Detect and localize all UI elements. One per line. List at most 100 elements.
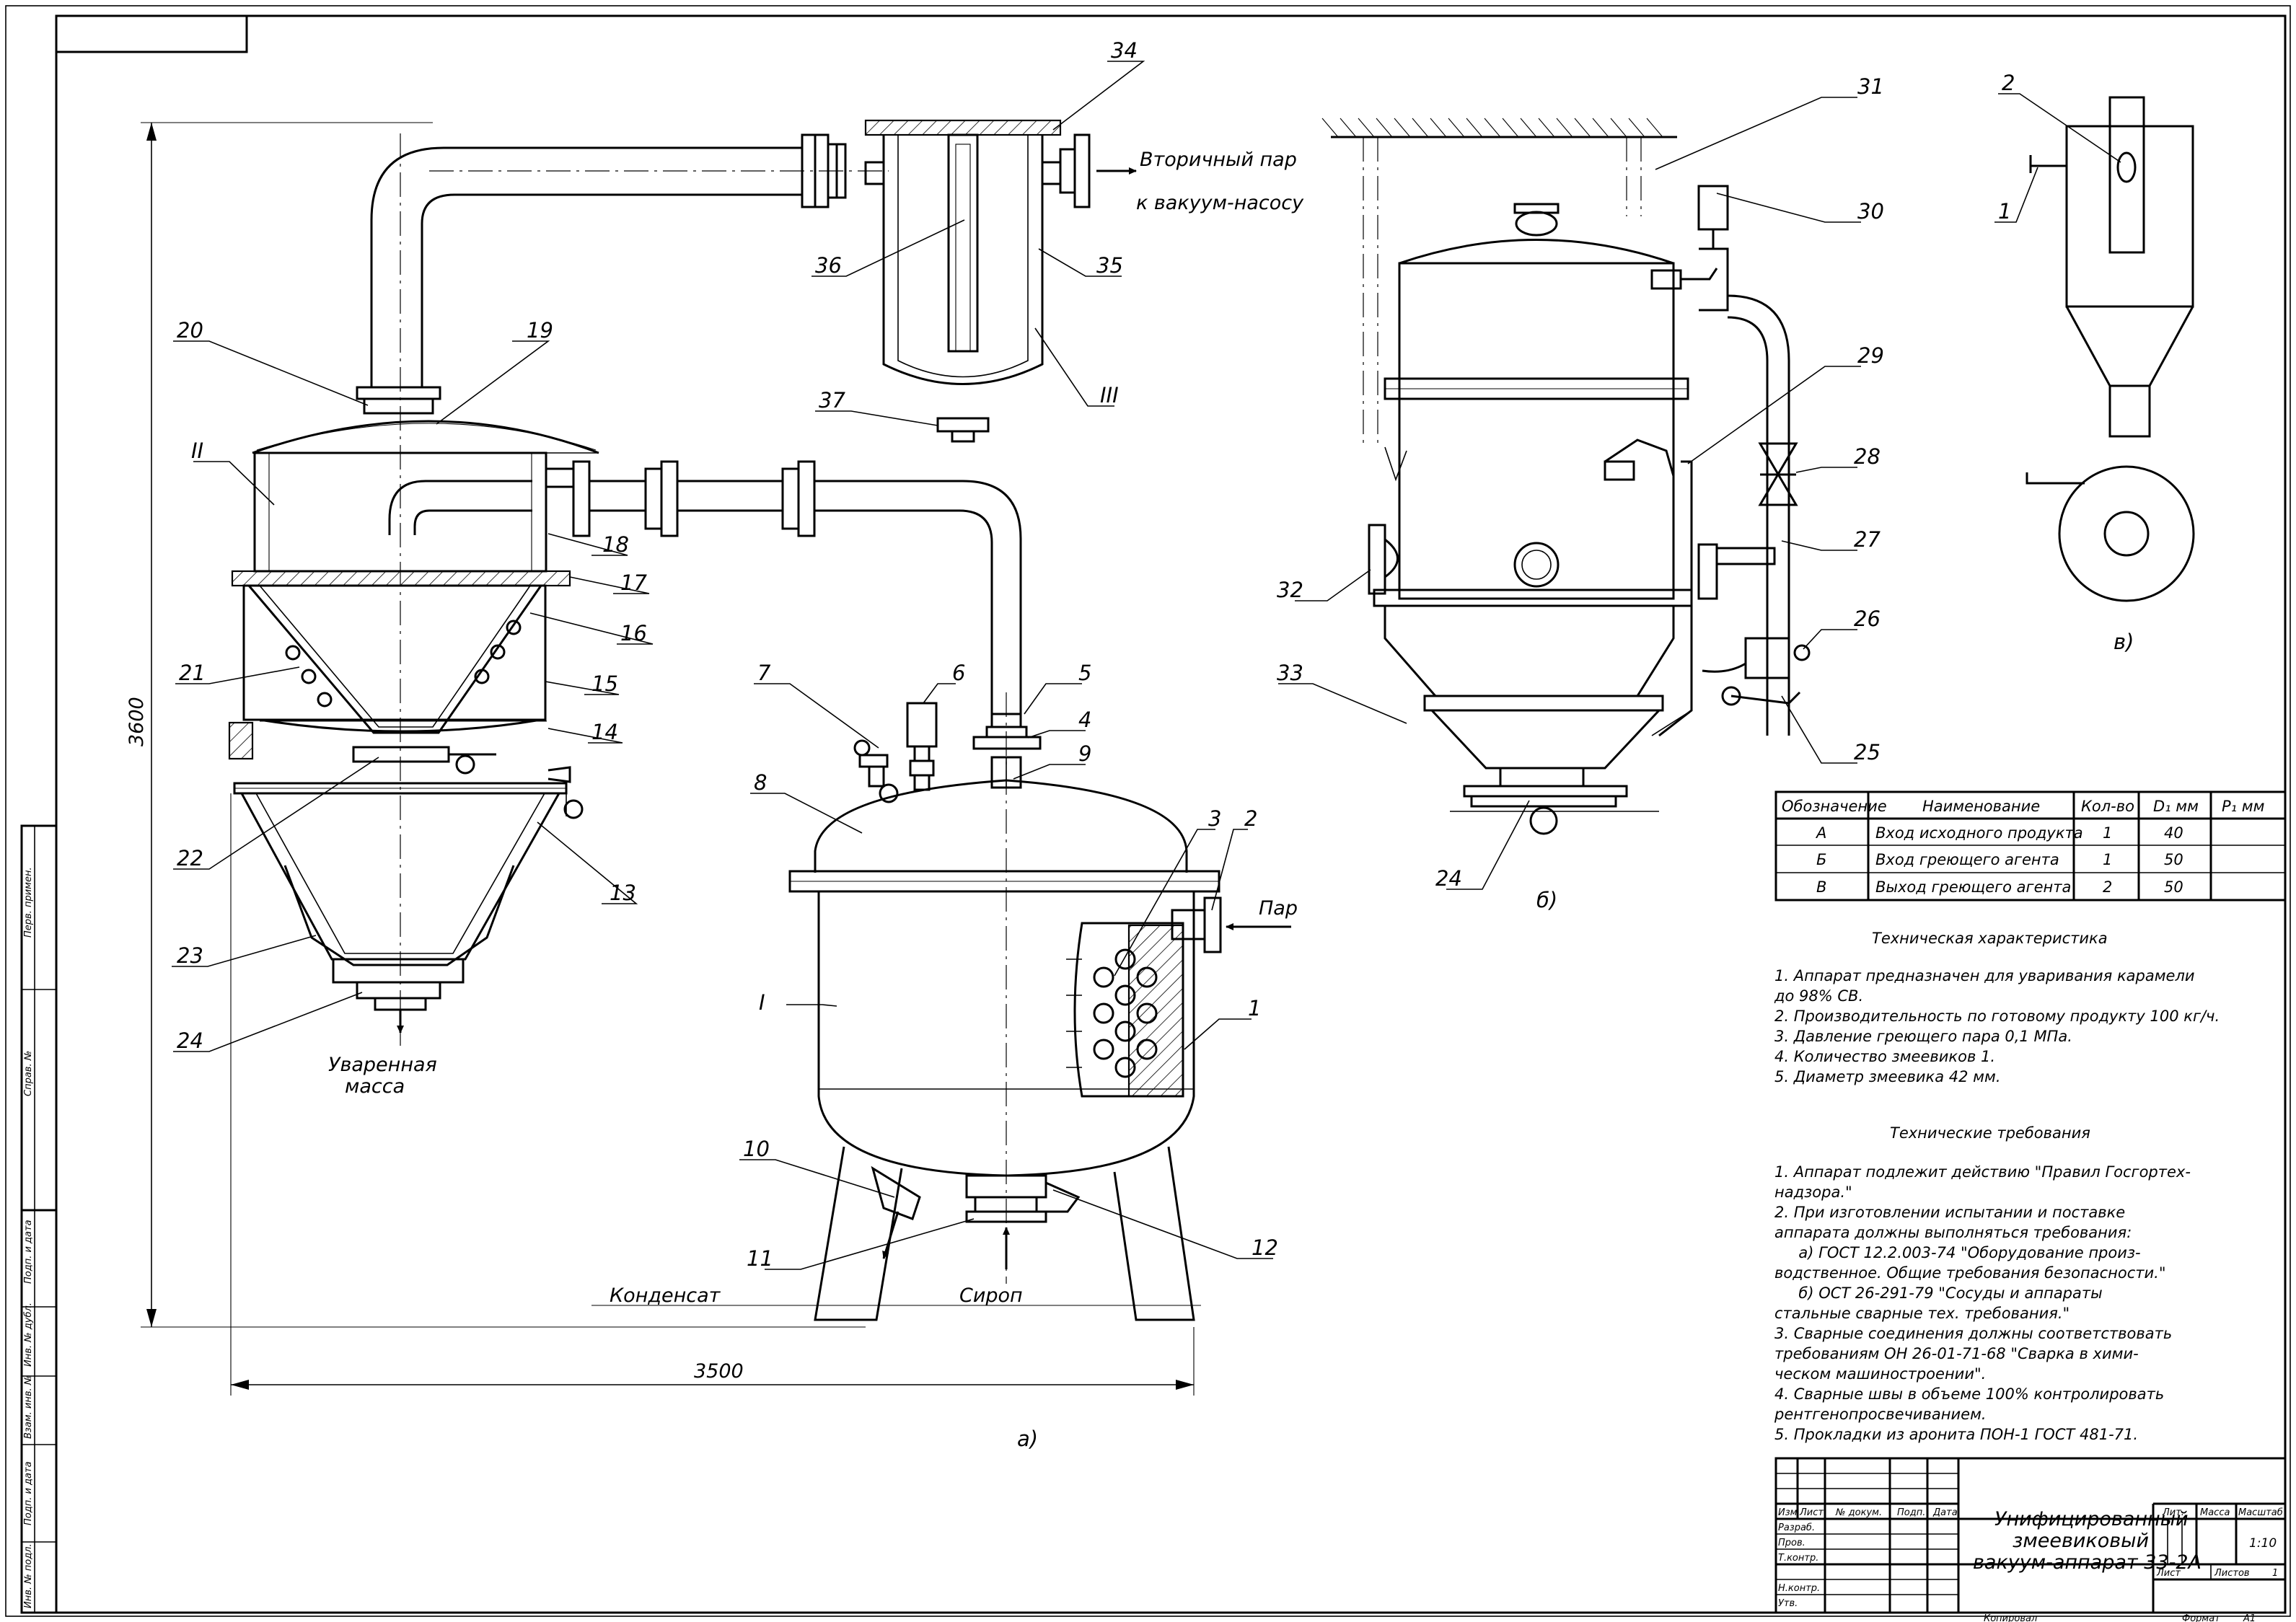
position-number: 27 bbox=[1854, 527, 1881, 552]
spec-cell: 50 bbox=[2164, 851, 2183, 868]
position-number: 18 bbox=[602, 532, 629, 557]
position-number: 37 bbox=[819, 388, 845, 413]
position-number: 26 bbox=[1854, 607, 1881, 631]
view-label-a: а) bbox=[1017, 1427, 1038, 1451]
position-number: 12 bbox=[1252, 1235, 1278, 1260]
tb-role: Т.контр. bbox=[1778, 1553, 1818, 1564]
position-number: 1 bbox=[1998, 199, 2011, 224]
spec-cell: 2 bbox=[2103, 878, 2112, 896]
position-number: 30 bbox=[1857, 199, 1884, 224]
spec-cell: 1 bbox=[2103, 851, 2112, 868]
position-number: 21 bbox=[179, 661, 206, 685]
position-number: 25 bbox=[1854, 740, 1881, 764]
spec-cell: Вход исходного продукта bbox=[1875, 824, 2083, 842]
tb-lit: Лит. bbox=[2162, 1507, 2184, 1518]
tech-req-line: стальные сварные тех. требования." bbox=[1774, 1305, 2070, 1322]
drawing-title: Унифицированный bbox=[1994, 1508, 2189, 1530]
tech-req-title: Технические требования bbox=[1890, 1124, 2090, 1142]
spec-header: Кол-во bbox=[2081, 798, 2134, 815]
side-stamp: Перв. примен. Справ. № Подп. и дата Инв.… bbox=[20, 824, 58, 1614]
tb-scale: Масштаб bbox=[2238, 1507, 2283, 1518]
tb-role: Утв. bbox=[1778, 1598, 1798, 1609]
leaders-b bbox=[1278, 97, 1861, 890]
tb-sheets: Листов bbox=[2214, 1568, 2250, 1579]
tech-req-line: требованиям ОН 26-01-71-68 "Сварка в хим… bbox=[1774, 1345, 2139, 1362]
tech-req-line: б) ОСТ 26-291-79 "Сосуды и аппараты bbox=[1774, 1284, 2103, 1302]
drawing-title: вакуум-аппарат 33-2А bbox=[1973, 1551, 2202, 1574]
tech-requirements: Технические требования 1. Аппарат подлеж… bbox=[1774, 1124, 2191, 1443]
position-number: 34 bbox=[1111, 38, 1138, 63]
position-number: 9 bbox=[1078, 741, 1091, 766]
position-number: 6 bbox=[952, 661, 965, 685]
tech-char-line: 2. Производительность по готовому продук… bbox=[1774, 1008, 2220, 1025]
stamp-label: Взам. инв. № bbox=[23, 1375, 34, 1439]
flow-product-label: Уваренная bbox=[328, 1054, 437, 1076]
spec-cell: 50 bbox=[2164, 878, 2183, 896]
position-number: 11 bbox=[747, 1246, 773, 1271]
stamp-label: Перв. примен. bbox=[23, 867, 34, 938]
position-number: 22 bbox=[177, 846, 203, 870]
tb-role: Разраб. bbox=[1778, 1522, 1815, 1533]
tb-role: Пров. bbox=[1778, 1538, 1805, 1548]
position-number: 32 bbox=[1277, 578, 1303, 602]
position-number: 23 bbox=[177, 943, 203, 968]
tech-req-line: 5. Прокладки из аронита ПОН-1 ГОСТ 481-7… bbox=[1774, 1426, 2138, 1443]
tb-role: Н.контр. bbox=[1778, 1583, 1820, 1594]
tech-req-line: рентгенопросвечиванием. bbox=[1774, 1406, 1987, 1423]
title-block bbox=[1774, 1457, 2287, 1614]
position-number: 24 bbox=[1435, 866, 1462, 891]
entrainment-trap bbox=[864, 119, 1137, 443]
view-v-cyclone bbox=[2026, 96, 2195, 602]
tech-char-line: 4. Количество змеевиков 1. bbox=[1774, 1048, 1995, 1065]
position-number: 36 bbox=[815, 253, 842, 278]
stamp-label: Справ. № bbox=[23, 1051, 34, 1096]
position-numbers-a: 20 19 II 18 17 16 15 14 21 22 13 23 24 3… bbox=[177, 38, 1278, 1271]
tech-char-line: 3. Давление греющего пара 0,1 МПа. bbox=[1774, 1028, 2072, 1045]
position-number: 2 bbox=[2002, 71, 2015, 95]
position-number: 31 bbox=[1857, 74, 1884, 99]
view-label-b: б) bbox=[1536, 888, 1557, 912]
position-number: 4 bbox=[1078, 708, 1091, 732]
spec-cell: 40 bbox=[2164, 824, 2183, 842]
title-block-text: Унифицированный змеевиковый вакуум-аппар… bbox=[1778, 1507, 2283, 1622]
tb-sheets-value: 1 bbox=[2272, 1568, 2278, 1579]
tb-sheet: Лист bbox=[2156, 1568, 2181, 1579]
tech-char-line: до 98% СВ. bbox=[1774, 987, 1863, 1005]
vacuum-kettle bbox=[788, 692, 1291, 1321]
position-number: 3 bbox=[1208, 806, 1221, 831]
spec-header: D₁ мм bbox=[2153, 798, 2199, 815]
tb-format-value: А1 bbox=[2243, 1613, 2256, 1622]
position-number: 8 bbox=[754, 770, 767, 795]
tech-req-line: надзора." bbox=[1774, 1184, 1852, 1201]
tech-char-line: 5. Диаметр змеевика 42 мм. bbox=[1774, 1068, 2001, 1085]
position-number: 1 bbox=[1248, 996, 1261, 1021]
stamp-label: Инв. № дубл. bbox=[23, 1303, 34, 1367]
spec-header: Наименование bbox=[1922, 798, 2040, 815]
spec-table bbox=[1774, 790, 2287, 902]
tb-col-header: № докум. bbox=[1835, 1507, 1882, 1518]
spec-header: Обозначение bbox=[1782, 798, 1887, 815]
position-number: 20 bbox=[177, 318, 203, 343]
vapor-pipe bbox=[356, 133, 889, 415]
dimension-lines bbox=[141, 122, 1201, 1396]
tech-req-line: 4. Сварные швы в объеме 100% контролиров… bbox=[1774, 1385, 2164, 1403]
drawing-title: змеевиковый bbox=[2013, 1530, 2149, 1552]
position-number: III bbox=[1100, 383, 1119, 407]
spec-cell: Вход греющего агента bbox=[1875, 851, 2059, 868]
position-number: 17 bbox=[620, 570, 647, 595]
position-number: 33 bbox=[1277, 661, 1303, 685]
flow-product-label: масса bbox=[345, 1075, 405, 1098]
spec-cell: В bbox=[1816, 878, 1826, 896]
leaders-a bbox=[172, 61, 1273, 1270]
tech-char-line: 1. Аппарат предназначен для уваривания к… bbox=[1774, 967, 2195, 984]
tech-req-line: 2. При изготовлении испытании и поставке bbox=[1774, 1204, 2125, 1221]
stamp-label: Инв. № подл. bbox=[23, 1543, 34, 1608]
position-number: 15 bbox=[591, 671, 618, 696]
tech-req-line: а) ГОСТ 12.2.003-74 "Оборудование произ- bbox=[1774, 1244, 2141, 1261]
tech-req-line: аппарата должны выполняться требования: bbox=[1774, 1224, 2132, 1241]
position-number: 24 bbox=[177, 1028, 203, 1053]
tech-req-line: водственное. Общие требования безопаснос… bbox=[1774, 1264, 2165, 1282]
position-number: 35 bbox=[1096, 253, 1123, 278]
tech-char-title: Техническая характеристика bbox=[1872, 930, 2108, 947]
